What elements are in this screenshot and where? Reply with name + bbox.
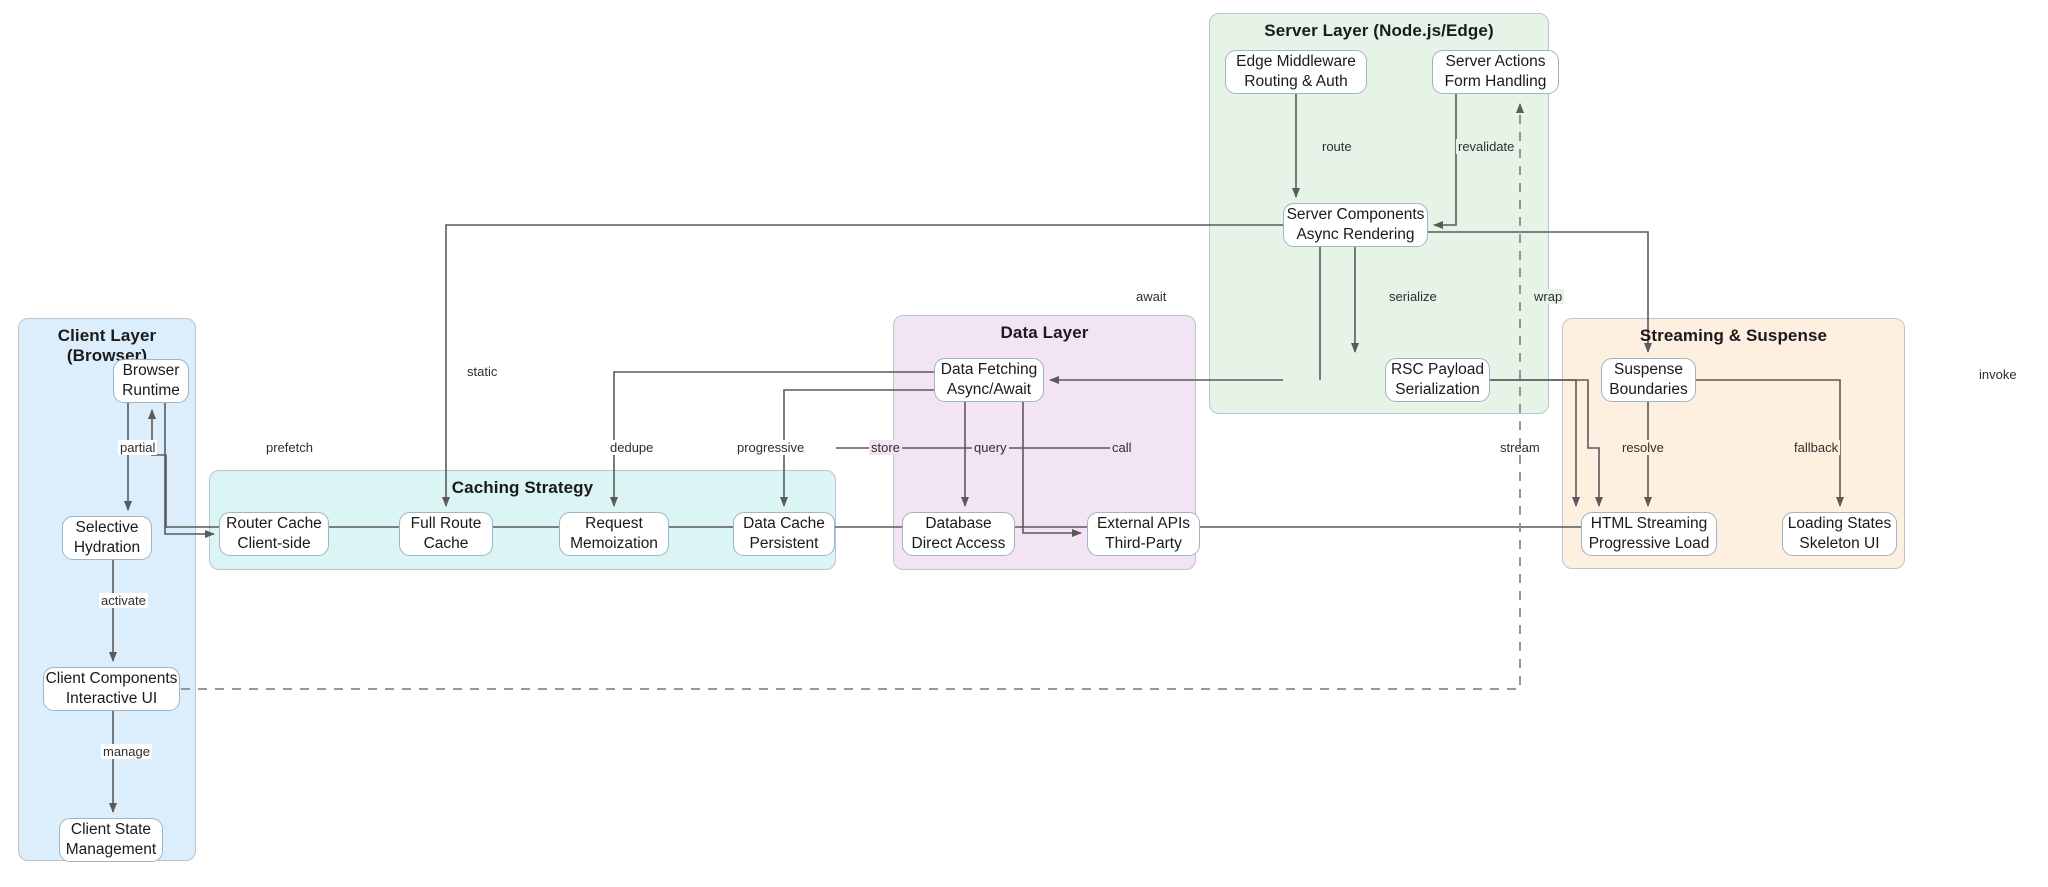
node-line-2: Form Handling bbox=[1444, 73, 1547, 90]
edge-label-prefetch: prefetch bbox=[264, 440, 315, 455]
node-selective-hydration[interactable]: Selective Hydration bbox=[62, 516, 152, 560]
node-line-2: Boundaries bbox=[1609, 381, 1688, 398]
cluster-title-server-layer: Server Layer (Node.js/Edge) bbox=[1264, 21, 1494, 40]
node-full-route-cache[interactable]: Full Route Cache bbox=[399, 512, 493, 556]
edge-label-store: store bbox=[869, 440, 902, 455]
node-database-direct-access[interactable]: Database Direct Access bbox=[902, 512, 1015, 556]
node-line-1: Selective bbox=[75, 519, 139, 537]
edge-label-partial: partial bbox=[118, 440, 158, 455]
node-router-cache[interactable]: Router Cache Client-side bbox=[219, 512, 329, 556]
node-line-2: Hydration bbox=[73, 539, 141, 556]
node-suspense-boundaries[interactable]: Suspense Boundaries bbox=[1601, 358, 1696, 402]
node-line-1: Server Components bbox=[1286, 206, 1425, 224]
node-line-2: Client-side bbox=[237, 535, 311, 552]
node-line-1: Full Route bbox=[410, 515, 482, 533]
node-request-memoization[interactable]: Request Memoization bbox=[559, 512, 669, 556]
node-line-2: Third-Party bbox=[1105, 535, 1182, 552]
node-loading-states[interactable]: Loading States Skeleton UI bbox=[1782, 512, 1897, 556]
edge-label-serialize: serialize bbox=[1387, 289, 1439, 304]
node-line-2: Management bbox=[65, 841, 157, 858]
node-edge-middleware[interactable]: Edge Middleware Routing & Auth bbox=[1225, 50, 1367, 94]
cluster-title-data-layer: Data Layer bbox=[1000, 323, 1089, 342]
node-line-2: Async Rendering bbox=[1296, 226, 1415, 243]
node-line-2: Direct Access bbox=[911, 535, 1006, 552]
node-line-2: Progressive Load bbox=[1588, 535, 1710, 552]
node-browser-runtime[interactable]: Browser Runtime bbox=[113, 359, 189, 403]
node-line-1: Request bbox=[585, 515, 643, 533]
node-line-1: Suspense bbox=[1614, 361, 1683, 379]
node-line-2: Memoization bbox=[570, 535, 658, 552]
node-line-2: Serialization bbox=[1395, 381, 1480, 398]
edge-label-progressive: progressive bbox=[735, 440, 807, 455]
node-data-fetching[interactable]: Data Fetching Async/Await bbox=[934, 358, 1044, 402]
node-line-2: Async/Await bbox=[946, 381, 1032, 398]
edge-label-static: static bbox=[467, 364, 498, 379]
node-line-1: Database bbox=[925, 515, 992, 533]
edge-label-dedupe: dedupe bbox=[608, 440, 656, 455]
node-client-state-management[interactable]: Client State Management bbox=[59, 818, 163, 862]
edge-label-await: await bbox=[1136, 289, 1167, 304]
node-html-streaming[interactable]: HTML Streaming Progressive Load bbox=[1581, 512, 1717, 556]
edge-label-invoke: invoke bbox=[1979, 367, 2017, 382]
edge-label-revalidate: revalidate bbox=[1456, 139, 1517, 154]
node-data-cache[interactable]: Data Cache Persistent bbox=[733, 512, 835, 556]
edge-label-fallback: fallback bbox=[1792, 440, 1841, 455]
node-line-1: Router Cache bbox=[226, 515, 322, 533]
edge-label-resolve: resolve bbox=[1620, 440, 1666, 455]
node-rsc-payload[interactable]: RSC Payload Serialization bbox=[1385, 358, 1490, 402]
node-line-1: Data Cache bbox=[743, 515, 825, 533]
edge-label-query: query bbox=[972, 440, 1009, 455]
node-line-1: Browser bbox=[122, 362, 180, 380]
node-line-1: HTML Streaming bbox=[1590, 515, 1708, 533]
node-line-1: Data Fetching bbox=[940, 361, 1038, 379]
node-line-2: Cache bbox=[423, 535, 469, 552]
cluster-client-layer bbox=[18, 318, 196, 861]
node-line-1: Edge Middleware bbox=[1236, 53, 1356, 71]
node-line-2: Interactive UI bbox=[65, 690, 158, 707]
node-line-2: Routing & Auth bbox=[1244, 73, 1348, 90]
node-line-2: Persistent bbox=[749, 535, 819, 552]
edge-label-wrap: wrap bbox=[1532, 289, 1565, 304]
node-client-components[interactable]: Client Components Interactive UI bbox=[43, 667, 180, 711]
edge-label-manage: manage bbox=[101, 744, 152, 759]
node-line-1: Client Components bbox=[45, 670, 178, 688]
node-line-1: Loading States bbox=[1787, 515, 1892, 533]
node-line-2: Runtime bbox=[122, 382, 180, 399]
edge-label-route: route bbox=[1320, 139, 1354, 154]
node-server-components[interactable]: Server Components Async Rendering bbox=[1283, 203, 1428, 247]
edge-label-stream: stream bbox=[1500, 440, 1540, 455]
node-server-actions[interactable]: Server Actions Form Handling bbox=[1432, 50, 1559, 94]
edge-label-activate: activate bbox=[99, 593, 148, 608]
node-line-1: RSC Payload bbox=[1390, 361, 1485, 379]
node-line-1: Client State bbox=[70, 821, 152, 839]
node-line-1: External APIs bbox=[1096, 515, 1191, 533]
node-line-1: Server Actions bbox=[1445, 53, 1546, 71]
node-line-2: Skeleton UI bbox=[1799, 535, 1880, 552]
edge-label-call: call bbox=[1110, 440, 1134, 455]
cluster-title-streaming-suspense: Streaming & Suspense bbox=[1639, 326, 1828, 345]
cluster-title-caching-strategy: Caching Strategy bbox=[451, 478, 594, 497]
node-external-apis[interactable]: External APIs Third-Party bbox=[1087, 512, 1200, 556]
